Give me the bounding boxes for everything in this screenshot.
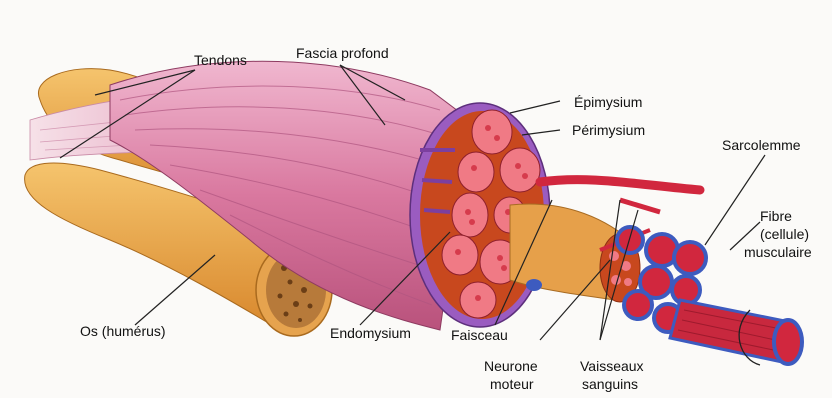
label-endomysium: Endomysium [330, 325, 411, 342]
label-sarcolemme: Sarcolemme [722, 137, 801, 154]
label-neurone-line1: Neurone [484, 358, 538, 375]
label-fibre-line2: (cellule) [760, 226, 809, 243]
label-fibre-line1: Fibre [760, 208, 792, 225]
label-fascia-profond: Fascia profond [296, 45, 389, 62]
label-os-humerus: Os (humérus) [80, 323, 166, 340]
label-fibre-line3: musculaire [744, 244, 812, 261]
label-perimysium: Périmysium [572, 122, 645, 139]
label-tendons: Tendons [194, 52, 247, 69]
label-faisceau: Faisceau [451, 327, 508, 344]
label-vaisseaux-line2: sanguins [582, 376, 638, 393]
label-neurone-line2: moteur [490, 376, 534, 393]
single-fibre [670, 300, 802, 365]
label-epimysium: Épimysium [574, 94, 642, 111]
label-vaisseaux-line1: Vaisseaux [580, 358, 644, 375]
